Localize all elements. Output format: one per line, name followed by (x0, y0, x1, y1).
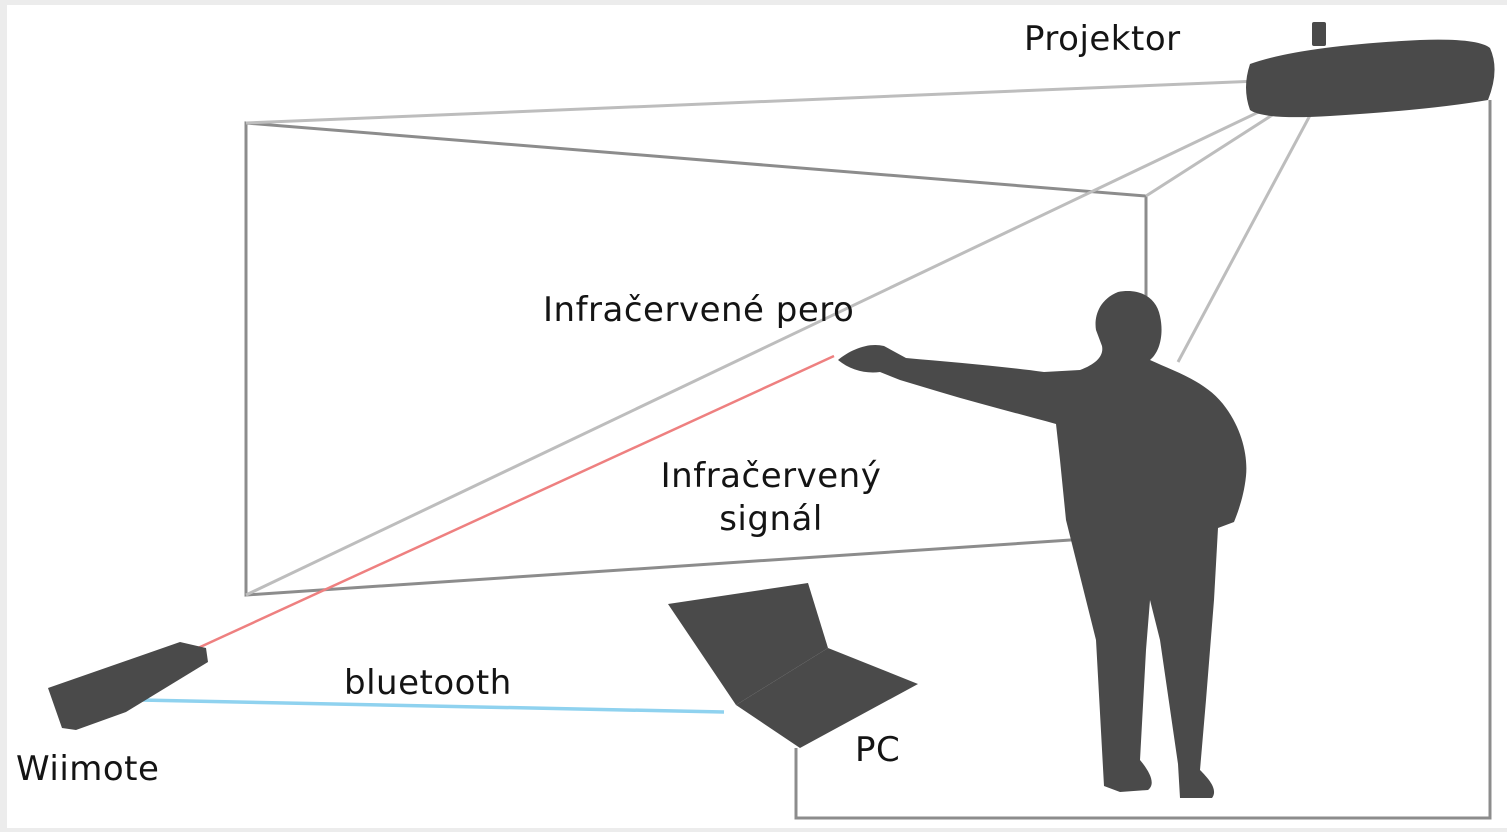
projector-label: Projektor (1024, 19, 1181, 59)
projector-icon (1246, 22, 1495, 118)
bluetooth-label: bluetooth (344, 663, 512, 703)
room-outline (794, 100, 1492, 820)
bluetooth-link (139, 698, 725, 714)
ir-signal-label: Infračervený signál (626, 455, 916, 540)
person-silhouette (838, 291, 1247, 798)
ir-signal-label-line1: Infračervený (660, 456, 882, 496)
ir-signal-line (197, 354, 835, 650)
wiimote-icon (48, 642, 208, 730)
wiimote-label: Wiimote (16, 749, 160, 789)
laptop-icon (668, 583, 918, 748)
ir-pen-label: Infračervené pero (543, 290, 855, 330)
pc-label: PC (855, 730, 901, 770)
ir-signal-label-line2: signál (719, 498, 823, 539)
